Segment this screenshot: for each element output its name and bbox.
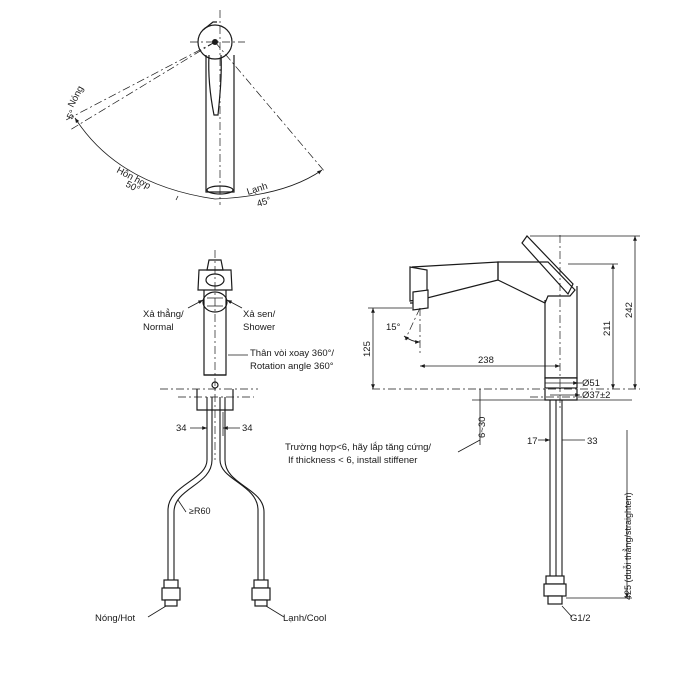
angle-hot-label: Nóng <box>66 84 86 109</box>
hot-hose <box>167 397 208 588</box>
thread-label: G1/2 <box>570 613 591 624</box>
top-view: Nóng 5° Hỗn hợp 50° Lạnh 45° <box>65 10 326 210</box>
front-handle <box>197 269 233 291</box>
dim-238: 238 <box>478 355 494 366</box>
normal-label-en: Normal <box>143 322 174 333</box>
dim-17: 17 <box>527 436 538 447</box>
dim-425: 425 (duỗi thẳng/straighten) <box>622 492 633 600</box>
normal-label-vi: Xả thẳng/ <box>143 308 184 320</box>
front-view: 34 34 ≥R60 Xả thẳng/ Normal Xả sen/ Show… <box>95 250 334 624</box>
side-lever <box>521 235 574 296</box>
dim-33: 33 <box>587 436 598 447</box>
side-view: 15° 125 238 211 242 Ø51 Ø37±2 6~30 Trườn… <box>285 235 640 624</box>
side-body <box>544 286 578 379</box>
dim-d51: Ø51 <box>582 378 600 389</box>
hot-hose-label: Nóng/Hot <box>95 613 135 624</box>
dim-211: 211 <box>602 321 613 336</box>
angle-cold-value: 45° <box>256 195 273 210</box>
radius-label: ≥R60 <box>189 506 210 516</box>
rotation-label-en: Rotation angle 360° <box>250 361 334 372</box>
cold-hose-label: Lạnh/Cool <box>283 613 326 624</box>
angle-spout: 15° <box>386 322 401 333</box>
aerator <box>412 289 429 311</box>
dim-125: 125 <box>362 341 373 357</box>
side-head <box>497 261 576 304</box>
cold-hose <box>219 397 259 588</box>
stiffener-note-en: If thickness < 6, install stiffener <box>288 455 417 466</box>
dim-6-30: 6~30 <box>477 417 488 438</box>
shower-label-vi: Xả sen/ <box>243 309 276 320</box>
shower-label-en: Shower <box>243 322 275 333</box>
stiffener-note-vi: Trường hợp<6, hãy lắp tăng cứng/ <box>285 442 431 453</box>
dim-d37: Ø37±2 <box>582 390 610 401</box>
dim-242: 242 <box>624 302 635 318</box>
rotation-label-vi: Thân vòi xoay 360°/ <box>250 348 334 359</box>
dim-34-left: 34 <box>176 423 187 434</box>
dim-34-right: 34 <box>242 423 253 434</box>
